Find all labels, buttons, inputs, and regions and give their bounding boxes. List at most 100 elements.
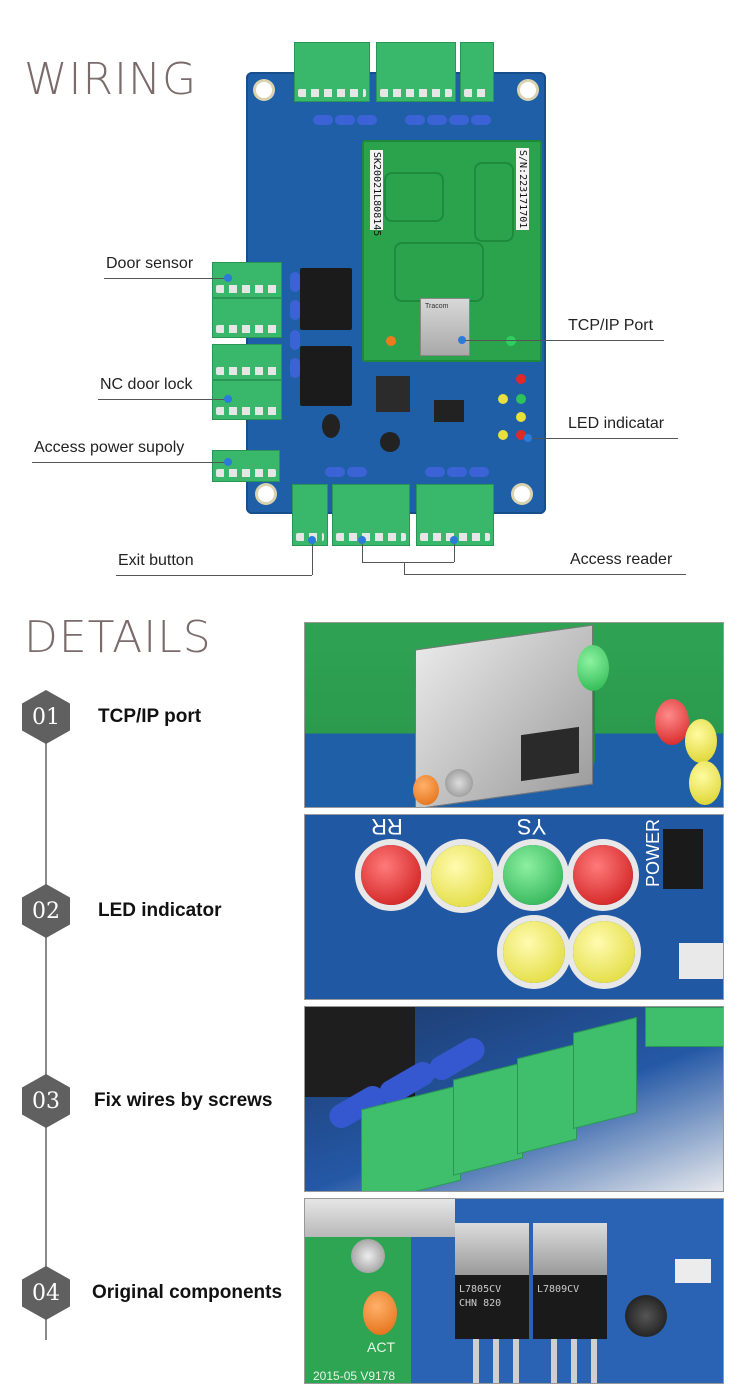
capacitor	[335, 115, 355, 125]
terminal-block	[332, 484, 410, 546]
capacitor	[449, 115, 469, 125]
rj45-port	[305, 1199, 455, 1237]
pcb-trace	[474, 162, 514, 242]
capacitor	[290, 300, 300, 320]
silkscreen-err: RR	[371, 814, 403, 839]
silkscreen-date: 2015-05 V9178	[313, 1369, 396, 1383]
act-led	[413, 775, 439, 805]
terminal-block	[212, 380, 282, 420]
pcb-trace	[384, 172, 444, 222]
callout-exit-button: Exit button	[118, 552, 194, 569]
regulator-part-number: L7809CV	[537, 1284, 580, 1295]
terminal-block	[212, 450, 280, 482]
silkscreen-sys: YS	[517, 814, 547, 839]
capacitor	[290, 330, 300, 350]
led-yellow	[498, 394, 508, 404]
wiring-title: WIRING	[24, 54, 198, 105]
led-red	[361, 845, 421, 905]
mount-hole	[514, 486, 530, 502]
electrolytic-capacitor	[322, 414, 340, 438]
timeline-line	[45, 700, 47, 1340]
regulator-heatsink	[455, 1223, 529, 1275]
silkscreen-act: ACT	[367, 1339, 395, 1355]
callout-dot	[224, 458, 232, 466]
callout-line	[116, 575, 312, 576]
capacitor	[425, 467, 445, 477]
screw	[445, 769, 473, 797]
photo-original-components: ACT 2015-05 V9178 L7805CV CHN 820 L7809C…	[304, 1198, 724, 1384]
capacitor	[447, 467, 467, 477]
step-badge-03: 03	[22, 1074, 70, 1128]
led-green	[577, 645, 609, 691]
led-red	[655, 699, 689, 745]
capacitor	[427, 115, 447, 125]
terminal-block	[212, 262, 282, 298]
callout-access-reader: Access reader	[570, 551, 673, 568]
regulator-legs	[551, 1339, 557, 1383]
led-yellow	[685, 719, 717, 763]
regulator-part-number: L7805CV	[459, 1284, 502, 1295]
screw	[351, 1239, 385, 1273]
ic-chip	[434, 400, 464, 422]
callout-nc-door-lock: NC door lock	[100, 376, 193, 393]
callout-line	[362, 540, 363, 562]
led-yellow	[573, 921, 635, 983]
link-led	[506, 336, 516, 346]
callout-line	[104, 278, 228, 279]
callout-access-power: Access power supoly	[34, 439, 185, 456]
led-red	[516, 374, 526, 384]
terminal-block	[376, 42, 456, 102]
led-yellow	[431, 845, 493, 907]
callout-line	[404, 574, 686, 575]
callout-door-sensor: Door sensor	[106, 255, 194, 272]
rj45-socket	[521, 726, 579, 782]
mount-hole	[258, 486, 274, 502]
detail-label-components: Original components	[92, 1282, 283, 1303]
callout-line	[528, 438, 678, 439]
pcb-trace	[394, 242, 484, 302]
detail-label-screws: Fix wires by screws	[94, 1090, 273, 1111]
relay	[300, 268, 352, 330]
led-yellow	[503, 921, 565, 983]
callout-line	[98, 399, 228, 400]
relay	[300, 346, 352, 406]
callout-line	[362, 562, 454, 563]
rj45-brand: Tracom	[425, 303, 449, 310]
photo-tcpip-port	[304, 622, 724, 808]
detail-label-tcpip: TCP/IP port	[98, 706, 202, 727]
led-red	[573, 845, 633, 905]
callout-dot	[458, 336, 466, 344]
callout-line	[462, 340, 664, 341]
terminal-block	[212, 344, 282, 380]
led-red	[516, 430, 526, 440]
step-badge-01: 01	[22, 690, 70, 744]
terminal-block	[453, 1062, 523, 1176]
capacitor	[325, 467, 345, 477]
callout-dot	[450, 536, 458, 544]
terminal-block	[517, 1043, 577, 1155]
callout-dot	[308, 536, 316, 544]
serial-sticker: S/N:223171701	[516, 148, 529, 230]
step-badge-02: 02	[22, 884, 70, 938]
mount-hole	[520, 82, 536, 98]
fuse	[679, 943, 723, 979]
act-led	[363, 1291, 397, 1335]
callout-line	[454, 540, 455, 562]
terminal-block	[645, 1007, 723, 1047]
capacitor	[469, 467, 489, 477]
led-yellow	[516, 412, 526, 422]
electrolytic-capacitor	[625, 1295, 667, 1337]
act-led	[386, 336, 396, 346]
diode	[663, 829, 703, 889]
callout-dot	[224, 274, 232, 282]
callout-led-indicator: LED indicatar	[568, 415, 665, 432]
capacitor	[290, 358, 300, 378]
silkscreen-power: POWER	[643, 819, 663, 888]
rj45-port	[415, 624, 593, 807]
photo-led-indicator: RR YS POWER	[304, 814, 724, 1000]
callout-line	[404, 562, 405, 574]
regulator-7809: L7809CV	[533, 1275, 607, 1339]
terminal-block	[460, 42, 494, 102]
capacitor	[471, 115, 491, 125]
callout-tcpip-port: TCP/IP Port	[568, 317, 654, 334]
